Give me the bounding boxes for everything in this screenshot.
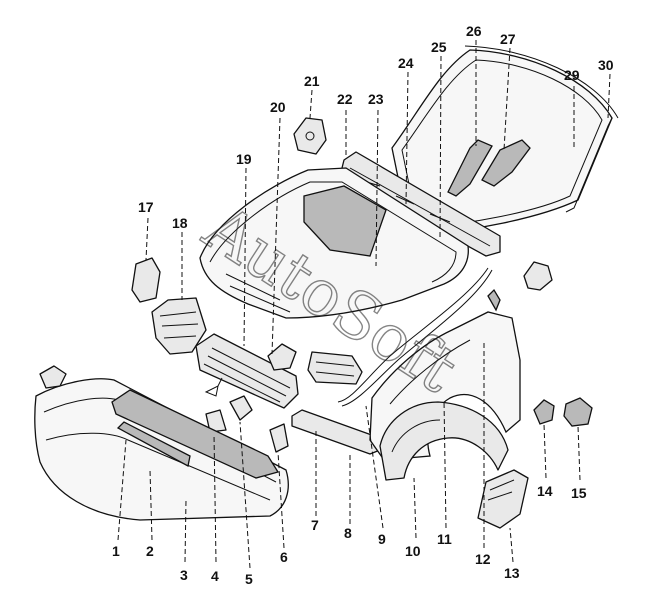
callout-23: 23 [368,91,384,107]
grille-part [195,333,299,409]
splash-shield-part [477,469,529,529]
wheel-housing-part [379,401,509,481]
callout-13: 13 [504,565,520,581]
side-bracket-part [131,257,161,303]
callout-1: 1 [112,543,120,559]
windshield-part [391,45,619,237]
leader-lines [117,40,611,569]
bumper-reinforcement-part [291,409,381,455]
callout-10: 10 [405,543,421,559]
callout-26: 26 [466,23,482,39]
callout-6: 6 [280,549,288,565]
callout-25: 25 [431,39,447,55]
callout-27: 27 [500,31,516,47]
callout-2: 2 [146,543,154,559]
callout-30: 30 [598,57,614,73]
callout-11: 11 [437,531,452,547]
hood-part [199,167,469,319]
callout-3: 3 [180,567,188,583]
callout-21: 21 [304,73,320,89]
callout-22: 22 [337,91,353,107]
callout-29: 29 [564,67,580,83]
front-bumper-part [34,378,289,521]
headlamp-part [307,351,363,385]
callout-20: 20 [270,99,286,115]
callout-12: 12 [475,551,491,567]
small-bracket-parts [204,377,289,453]
hood-cable-part [337,267,489,403]
callout-19: 19 [236,151,252,167]
callout-18: 18 [172,215,188,231]
callout-labels: 1 2 3 4 5 6 7 8 9 10 11 12 13 14 15 17 1… [112,23,614,587]
callout-14: 14 [537,483,553,499]
callout-24: 24 [398,55,414,71]
callout-15: 15 [571,485,587,501]
callout-17: 17 [138,199,154,215]
callout-5: 5 [245,571,253,587]
radiator-support-part [151,297,207,355]
hood-cable-part [341,269,493,407]
clip-part [39,365,67,389]
callout-8: 8 [344,525,352,541]
callout-7: 7 [311,517,319,533]
hood-hinge-part [293,117,327,155]
callout-9: 9 [378,531,386,547]
grommet-parts [523,261,593,427]
wiper-arm-part [447,139,531,197]
callout-4: 4 [211,568,219,584]
